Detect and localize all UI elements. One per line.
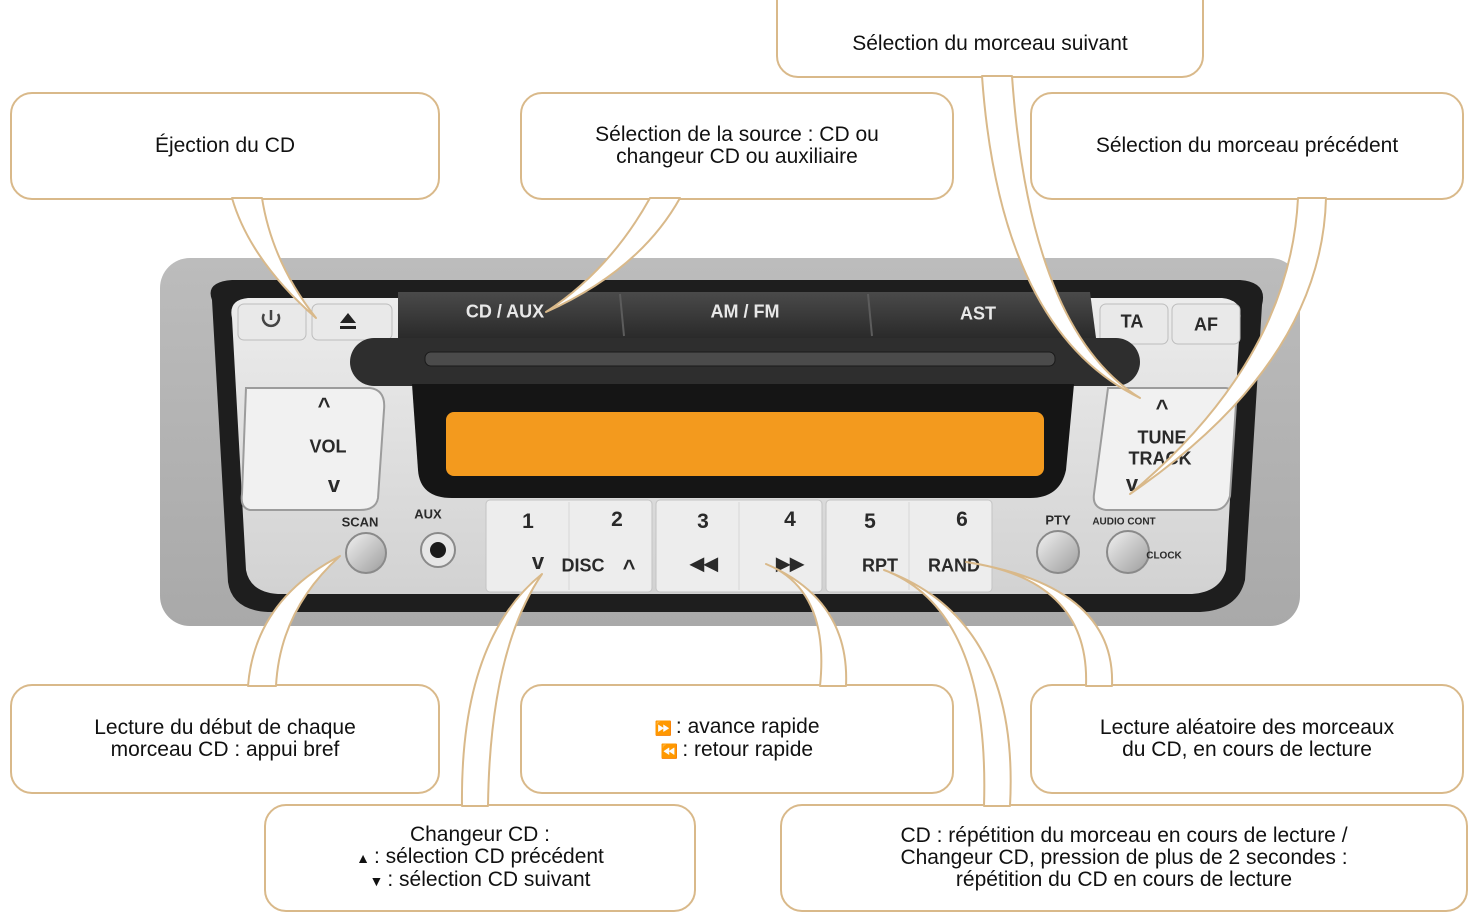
rand-label: RAND — [928, 556, 980, 577]
callout-fast-ff: ⏩: avance rapide — [654, 716, 819, 739]
callout-prev-track-text: Sélection du morceau précédent — [1096, 135, 1398, 157]
pty-knob — [1037, 531, 1079, 573]
callout-random-line1: Lecture aléatoire des morceaux — [1100, 717, 1394, 739]
callout-random-line2: du CD, en cours de lecture — [1122, 739, 1372, 761]
callout-scan-line2: morceau CD : appui bref — [111, 739, 340, 761]
callout-next-track-text: Sélection du morceau suivant — [852, 33, 1128, 55]
preset-1-label[interactable]: 1 — [522, 510, 534, 534]
fast-forward-icon: ▶▶ — [776, 554, 804, 575]
callout-scan-line1: Lecture du début de chaque — [94, 717, 356, 739]
preset-5-label[interactable]: 5 — [864, 510, 876, 534]
callout-changer-title: Changeur CD : — [410, 824, 550, 846]
callout-scan: Lecture du début de chaque morceau CD : … — [10, 684, 440, 794]
triangle-up-icon: ▲ — [356, 847, 370, 869]
tune-label: TUNE — [1138, 428, 1187, 449]
ast-button-label[interactable]: AST — [960, 304, 996, 325]
ta-button-label[interactable]: TA — [1121, 312, 1144, 333]
callout-repeat: CD : répétition du morceau en cours de l… — [780, 804, 1468, 912]
callout-repeat-line3: répétition du CD en cours de lecture — [956, 869, 1292, 891]
aux-label: AUX — [414, 507, 441, 522]
fast-forward-icon: ⏩ — [654, 717, 671, 739]
power-button — [238, 304, 306, 340]
pty-label: PTY — [1045, 513, 1070, 528]
clock-label: CLOCK — [1146, 551, 1182, 562]
callout-next-track: Sélection du morceau suivant — [776, 0, 1204, 78]
display-screen — [446, 412, 1044, 476]
rewind-icon: ◀◀ — [690, 554, 718, 575]
audio-control-knob — [1107, 531, 1149, 573]
disc-up-chevron: ^ — [623, 555, 636, 581]
callout-changer-up: ▲: sélection CD précédent — [356, 846, 604, 869]
callout-fast-rw: ⏪: retour rapide — [661, 739, 813, 762]
tune-up-chevron[interactable]: ^ — [1156, 395, 1169, 421]
track-label: TRACK — [1129, 449, 1192, 470]
callout-repeat-line2: Changeur CD, pression de plus de 2 secon… — [900, 847, 1347, 869]
callout-source-line1: Sélection de la source : CD ou — [595, 124, 879, 146]
callout-changer: Changeur CD : ▲: sélection CD précédent … — [264, 804, 696, 912]
scan-knob — [346, 533, 386, 573]
preset-6-label[interactable]: 6 — [956, 508, 968, 532]
scan-label: SCAN — [342, 515, 379, 530]
triangle-down-icon: ▼ — [370, 870, 384, 892]
tune-down-chevron[interactable]: v — [1126, 471, 1138, 497]
cd-aux-button-label[interactable]: CD / AUX — [466, 302, 544, 323]
callout-changer-down: ▼: sélection CD suivant — [370, 869, 591, 892]
disc-down-chevron: v — [532, 549, 544, 575]
callout-repeat-line1: CD : répétition du morceau en cours de l… — [900, 825, 1347, 847]
callout-source: Sélection de la source : CD ou changeur … — [520, 92, 954, 200]
am-fm-button-label[interactable]: AM / FM — [711, 302, 780, 323]
disc-label: DISC — [561, 556, 604, 577]
rewind-icon: ⏪ — [661, 740, 678, 762]
af-button-label[interactable]: AF — [1194, 315, 1218, 336]
vol-down-chevron[interactable]: v — [328, 472, 340, 498]
callout-ejection-text: Éjection du CD — [155, 135, 295, 157]
rpt-label: RPT — [862, 556, 898, 577]
vol-up-chevron[interactable]: ^ — [318, 393, 331, 419]
preset-3-label[interactable]: 3 — [697, 510, 709, 534]
preset-2-label[interactable]: 2 — [611, 508, 623, 532]
audio-cont-label: AUDIO CONT — [1092, 517, 1155, 528]
vol-label: VOL — [309, 437, 346, 458]
callout-prev-track: Sélection du morceau précédent — [1030, 92, 1464, 200]
callout-random: Lecture aléatoire des morceaux du CD, en… — [1030, 684, 1464, 794]
preset-4-label[interactable]: 4 — [784, 508, 796, 532]
callout-source-line2: changeur CD ou auxiliaire — [616, 146, 858, 168]
callout-fast: ⏩: avance rapide ⏪: retour rapide — [520, 684, 954, 794]
callout-ejection: Éjection du CD — [10, 92, 440, 200]
